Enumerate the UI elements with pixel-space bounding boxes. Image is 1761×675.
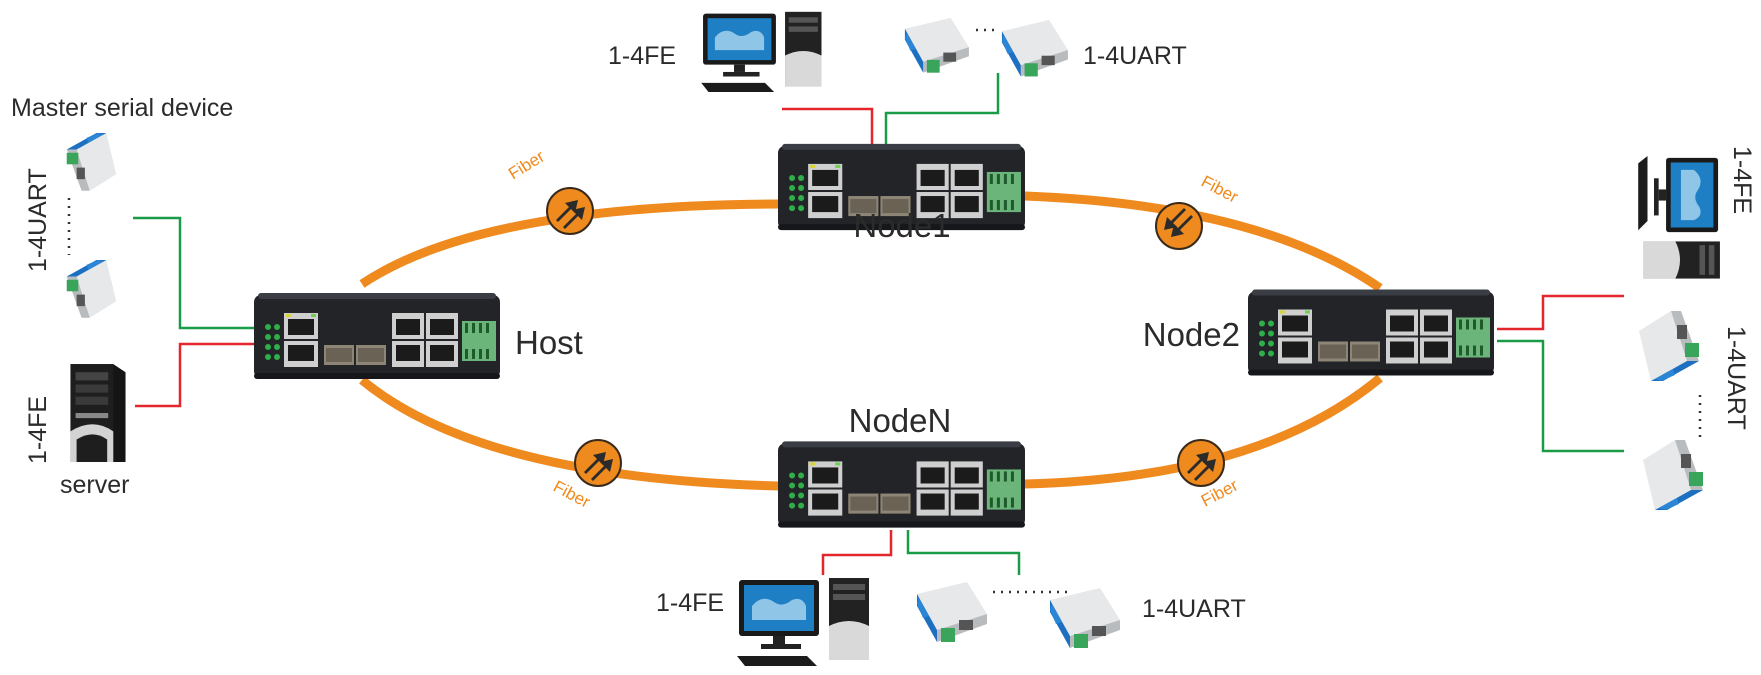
fiber-coupler-icon <box>546 187 594 235</box>
desktop-computer-icon <box>737 578 869 666</box>
bottom-fe-label: 1-4FE <box>656 589 724 617</box>
host-switch-icon[interactable] <box>254 293 500 379</box>
serial-link-bottom <box>906 530 1021 575</box>
serial-converter-icon <box>904 17 969 73</box>
fiber-label: Fiber <box>505 147 548 184</box>
serial-link-left <box>133 216 254 330</box>
ethernet-link-top <box>782 107 874 144</box>
left-fe-label: 1-4FE <box>24 396 52 464</box>
node2-label: Node2 <box>1143 316 1240 353</box>
right-uart-label: 1-4UART <box>1722 326 1750 430</box>
serial-link-right <box>1497 339 1624 453</box>
left-uart-label: 1-4UART <box>24 168 52 272</box>
top-fe-label: 1-4FE <box>608 42 676 70</box>
serial-converter-icon <box>917 582 987 642</box>
fiber-link-host-node1 <box>359 199 779 288</box>
master-serial-device-label: Master serial device <box>11 94 233 122</box>
serial-converter-icon <box>66 132 117 191</box>
desktop-computer-icon <box>701 11 822 92</box>
fiber-coupler-icon <box>1177 439 1225 487</box>
serial-converter-icon <box>66 259 117 318</box>
serial-converter-icon <box>1643 440 1703 510</box>
fiber-link-node2-noden <box>1024 374 1383 489</box>
top-uart-label: 1-4UART <box>1083 42 1187 70</box>
desktop-computer-icon <box>1638 156 1720 279</box>
serial-converter-icon <box>1001 19 1068 77</box>
host-label: Host <box>515 324 583 361</box>
node1-label: Node1 <box>853 207 950 244</box>
server-label: server <box>60 471 129 499</box>
serial-converter-icon <box>1050 588 1120 648</box>
node2-switch-icon[interactable] <box>1248 289 1494 376</box>
ethernet-link-right <box>1497 294 1624 331</box>
ethernet-link-left <box>135 342 254 408</box>
serial-converter-icon <box>1639 311 1699 381</box>
fiber-link-noden-host <box>359 376 779 491</box>
fiber-coupler-icon <box>574 439 622 487</box>
serial-link-top <box>884 73 1000 144</box>
right-fe-label: 1-4FE <box>1728 146 1756 214</box>
server-icon <box>70 364 126 462</box>
fiber-ring <box>359 191 1383 491</box>
noden-label: NodeN <box>849 402 952 439</box>
bottom-uart-label: 1-4UART <box>1142 595 1246 623</box>
fiber-coupler-icon <box>1155 202 1203 250</box>
fiber-label: Fiber <box>1198 172 1241 207</box>
noden-switch-icon[interactable] <box>778 441 1025 528</box>
ethernet-link-bottom <box>821 530 893 575</box>
fiber-link-node1-node2 <box>1024 191 1383 292</box>
